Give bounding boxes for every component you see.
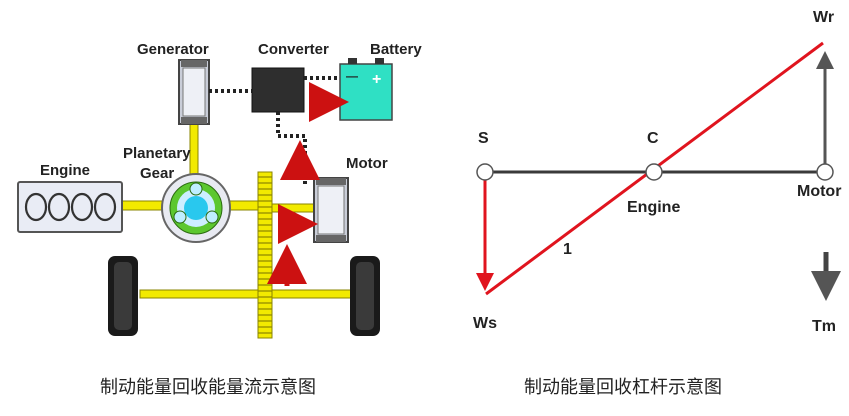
battery-unit: — +	[339, 58, 393, 121]
node-s	[476, 163, 494, 181]
motor-label: Motor	[346, 155, 388, 172]
energy-flow-diagram: Engine Planetary Gear Generator Converte	[17, 41, 422, 398]
planetary-gear-label: Planetary	[123, 145, 191, 162]
label-engine: Engine	[627, 199, 680, 216]
label-c: C	[647, 130, 659, 147]
battery-plus: +	[372, 71, 381, 88]
battery-minus: —	[346, 69, 358, 83]
label-ws: Ws	[473, 315, 497, 332]
planetary-label-line2: Gear	[140, 165, 174, 182]
converter-label: Converter	[258, 41, 329, 58]
node-motor	[816, 163, 834, 181]
planetary-gear	[161, 173, 231, 243]
label-s: S	[478, 130, 489, 147]
right-caption: 制动能量回收杠杆示意图	[524, 377, 722, 398]
engine-block	[17, 181, 123, 233]
energy-flow-arrows	[267, 82, 349, 286]
battery-label: Battery	[370, 41, 422, 58]
generator-label: Generator	[137, 41, 209, 58]
left-caption: 制动能量回收能量流示意图	[100, 377, 316, 398]
motor-unit	[313, 177, 349, 243]
label-tm: Tm	[812, 318, 836, 335]
generator-unit	[178, 59, 210, 125]
engine-label: Engine	[40, 162, 90, 179]
label-motor: Motor	[797, 183, 841, 200]
wheels	[108, 256, 380, 336]
converter-box	[251, 67, 305, 113]
node-c	[645, 163, 663, 181]
label-one: 1	[563, 241, 572, 258]
reduction-gear	[257, 171, 273, 339]
label-wr: Wr	[813, 9, 834, 26]
planetary-label-line1: Planetary	[123, 145, 191, 162]
lever-diagram: S C Wr Engine Motor 1 Ws Tm 制动能量回收杠杆示意图	[473, 9, 841, 398]
gear-label: Gear	[140, 165, 174, 182]
